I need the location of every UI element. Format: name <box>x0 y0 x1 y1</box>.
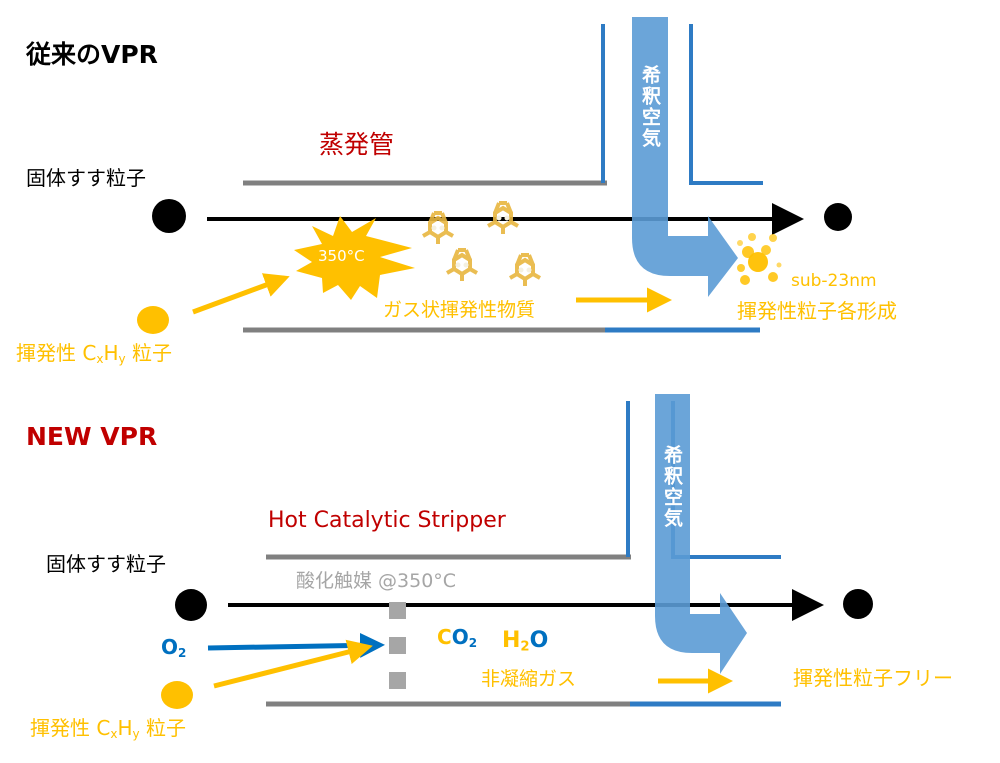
volatile-particle-label: 揮発性 CxHy 粒子 <box>30 718 186 740</box>
volatile-particle-free-label: 揮発性粒子フリー <box>793 666 953 690</box>
formula-x: x <box>110 727 118 741</box>
volatile-to-heat-arrow <box>192 273 290 315</box>
conventional-vpr-title: 従来のVPR <box>26 40 158 69</box>
formula-x: x <box>96 352 104 366</box>
h2o-subscript: 2 <box>520 639 530 655</box>
co2-o: O <box>451 625 469 649</box>
new-vpr <box>161 394 873 709</box>
co2-subscript: 2 <box>468 636 478 650</box>
volatile-label-prefix: 揮発性 <box>16 341 83 365</box>
formula-c: C <box>96 716 111 740</box>
solid-soot-particle-label: 固体すす粒子 <box>26 166 146 190</box>
volatile-to-catalyst-arrow <box>213 639 373 689</box>
molecule-icon <box>445 248 479 283</box>
nanoparticle-cluster-icon <box>737 233 782 285</box>
conventional-vpr <box>137 17 852 334</box>
heat-burst-icon <box>294 216 415 300</box>
formula-y: y <box>132 727 140 741</box>
solid-soot-particle-label: 固体すす粒子 <box>46 552 166 576</box>
volatile-particle <box>137 306 169 334</box>
volatile-label-prefix: 揮発性 <box>30 716 97 740</box>
evaporation-tube-label: 蒸発管 <box>319 130 395 159</box>
temperature-label: 350°C <box>318 247 365 265</box>
co2-c: C <box>437 625 452 649</box>
o2-o: O <box>161 635 179 659</box>
volatile-particle-formation-label: 揮発性粒子各形成 <box>737 299 897 323</box>
solid-soot-particle-in <box>152 199 186 233</box>
dilution-air-arrow <box>632 17 738 297</box>
o2-label: O2 <box>161 637 186 659</box>
molecule-icon <box>508 253 542 288</box>
sub-23nm-label: sub-23nm <box>791 271 877 291</box>
new-vpr-title: NEW VPR <box>26 422 158 451</box>
volatile-particle <box>161 681 193 709</box>
solid-soot-particle-in <box>175 589 207 621</box>
dilution-air-arrow <box>655 394 747 674</box>
co2-label: CO2 <box>437 627 477 649</box>
oxidation-catalyst-icon <box>389 602 406 689</box>
hot-catalytic-stripper-label: Hot Catalytic Stripper <box>268 508 506 533</box>
formula-y: y <box>118 352 126 366</box>
volatile-label-suffix: 粒子 <box>125 341 172 365</box>
dilution-air-label: 希釈空気 <box>639 65 661 149</box>
volatile-label-suffix: 粒子 <box>139 716 186 740</box>
non-condensable-gas-label: 非凝縮ガス <box>481 668 577 690</box>
solid-soot-particle-out <box>843 589 873 619</box>
gaseous-volatile-label: ガス状揮発性物質 <box>383 299 536 321</box>
dilution-air-label: 希釈空気 <box>661 445 683 529</box>
solid-soot-particle-out <box>824 203 852 231</box>
formula-h: H <box>117 716 133 740</box>
formula-c: C <box>82 341 97 365</box>
h2o-o: O <box>529 628 549 653</box>
formula-h: H <box>103 341 119 365</box>
h2o-h: H <box>502 628 521 653</box>
o2-flow-arrow <box>207 632 385 658</box>
oxidation-catalyst-label: 酸化触媒 @350°C <box>296 570 457 592</box>
dilution-pipe-right-wall <box>689 24 763 185</box>
h2o-label: H2O <box>502 630 548 654</box>
o2-subscript: 2 <box>178 646 187 660</box>
volatile-particle-label: 揮発性 CxHy 粒子 <box>16 343 172 365</box>
